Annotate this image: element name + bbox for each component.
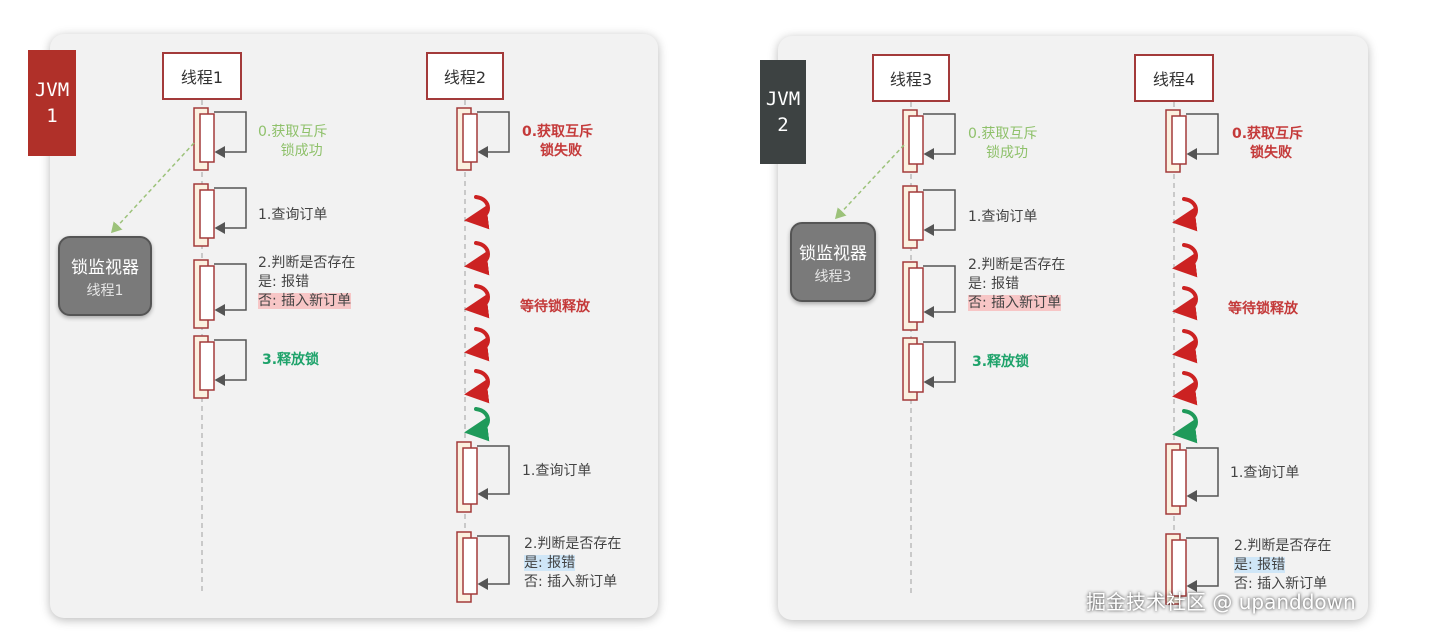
self-call-arrow <box>477 111 510 158</box>
thread1-step0-label: 0.获取互斥 锁成功 <box>258 124 328 159</box>
thread3-step2-label: 2.判断是否存在 是: 报错 否: 插入新订单 <box>968 257 1066 311</box>
jvm1-tag-number: 1 <box>46 105 58 127</box>
thread2-step1-label: 1.查询订单 <box>522 463 592 479</box>
lock-monitor-owner: 线程3 <box>814 268 852 285</box>
self-call-arrow <box>214 111 247 158</box>
activation-bar-inner <box>1171 115 1187 165</box>
wait-spin-arrow <box>1172 243 1198 278</box>
activation-bar-inner <box>462 537 478 595</box>
activation-bar-inner <box>908 267 924 323</box>
self-call-arrow <box>923 341 956 388</box>
thread4-step2-label: 2.判断是否存在 是: 报错 否: 插入新订单 <box>1234 538 1332 592</box>
jvm1-tag-name: JVM <box>34 79 70 101</box>
wait-spin-arrow <box>464 284 490 319</box>
wait-spin-arrow <box>1172 371 1198 406</box>
monitor-link-1 <box>110 142 195 234</box>
thread2-header: 线程2 <box>426 52 504 100</box>
monitor-link-2 <box>834 144 905 220</box>
lock-monitor-1: 锁监视器 线程1 <box>58 236 152 316</box>
self-call-arrow <box>1186 447 1219 502</box>
lifelines <box>201 100 1175 594</box>
thread3-step3-label: 3.释放锁 <box>972 354 1030 370</box>
activation-bar-inner <box>908 115 924 165</box>
jvm2-panel <box>778 36 1368 620</box>
thread1-step1-label: 1.查询订单 <box>258 207 328 223</box>
thread4-header: 线程4 <box>1134 54 1214 102</box>
wait-spin-arrow <box>1172 409 1198 444</box>
thread3-step1-label: 1.查询订单 <box>968 209 1038 225</box>
jvm2-tag-number: 2 <box>777 114 789 136</box>
wait-arrows <box>464 195 1198 444</box>
activation-bar-inner <box>908 343 924 393</box>
thread4-step0-label: 0.获取互斥 锁失败 <box>1232 126 1304 161</box>
thread3-header: 线程3 <box>872 54 950 102</box>
wait-spin-arrow <box>464 241 490 276</box>
wait-spin-arrow <box>1172 286 1198 321</box>
wait-spin-arrow <box>1172 329 1198 364</box>
thread2-step2-label: 2.判断是否存在 是: 报错 否: 插入新订单 <box>524 536 622 590</box>
lock-monitor-title: 锁监视器 <box>799 243 867 264</box>
self-call-arrow <box>923 265 956 318</box>
thread1-step2-label: 2.判断是否存在 是: 报错 否: 插入新订单 <box>258 255 356 309</box>
thread1-header: 线程1 <box>162 52 242 100</box>
self-call-arrow <box>923 189 956 236</box>
wait-spin-arrow <box>464 369 490 404</box>
activation-bar-inner <box>462 447 478 505</box>
thread4-wait-label: 等待锁释放 <box>1228 301 1298 317</box>
thread1-step3-label: 3.释放锁 <box>262 352 320 368</box>
lock-monitor-2: 锁监视器 线程3 <box>790 222 876 302</box>
thread3-step0-label: 0.获取互斥 锁成功 <box>968 126 1038 161</box>
jvm2-tag-name: JVM <box>765 88 801 110</box>
self-call-arrow <box>214 187 247 234</box>
thread2-wait-label: 等待锁释放 <box>520 299 590 315</box>
wait-spin-arrow <box>464 327 490 362</box>
wait-spin-arrow <box>464 195 490 230</box>
self-call-arrow <box>1186 113 1219 160</box>
self-call-arrow <box>1186 537 1219 592</box>
activation-bars <box>193 107 1219 605</box>
self-call-arrow <box>477 535 510 590</box>
wait-spin-arrow <box>464 407 490 442</box>
self-call-arrow <box>923 113 956 160</box>
activation-bar-inner <box>199 189 215 239</box>
activation-bar-inner <box>462 113 478 163</box>
self-call-arrow <box>214 339 247 386</box>
self-call-arrow <box>214 263 247 316</box>
lock-monitor-owner: 线程1 <box>86 282 124 299</box>
thread2-step0-label: 0.获取互斥 锁失败 <box>522 124 594 159</box>
lock-monitor-title: 锁监视器 <box>71 257 139 278</box>
jvm1-panel <box>50 34 658 618</box>
activation-bar-inner <box>199 265 215 321</box>
thread4-step1-label: 1.查询订单 <box>1230 465 1300 481</box>
activation-bar-inner <box>908 191 924 241</box>
self-call-arrow <box>477 445 510 500</box>
watermark: 掘金技术社区 @ upanddown <box>1086 590 1356 614</box>
jvm1-tag: JVM 1 <box>28 50 76 156</box>
jvm2-tag: JVM 2 <box>760 60 806 164</box>
activation-bar-inner <box>1171 539 1187 597</box>
activation-bar-inner <box>199 113 215 163</box>
activation-bar-inner <box>199 341 215 391</box>
wait-spin-arrow <box>1172 197 1198 232</box>
activation-bar-inner <box>1171 449 1187 507</box>
